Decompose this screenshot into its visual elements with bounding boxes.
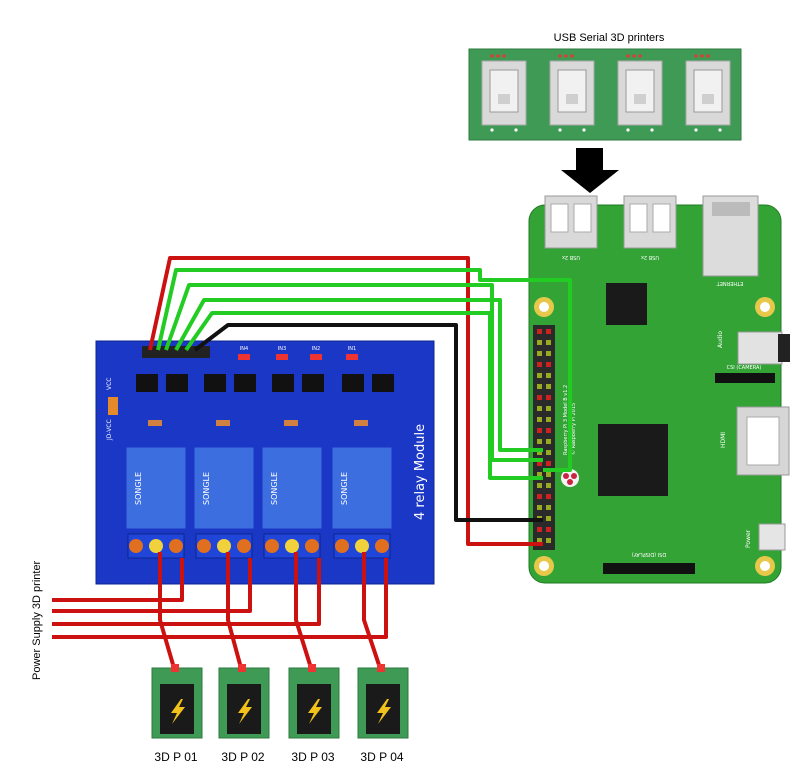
down-arrow-icon — [561, 148, 619, 193]
pi-dsi-connector: DSI (DISPLAY) — [603, 551, 695, 574]
printer-jack-1: 3D P 01 — [151, 664, 203, 764]
usb-b-port-1 — [481, 54, 527, 132]
pi-power-port: Power — [745, 523, 786, 551]
usb-b-port-2 — [549, 54, 595, 132]
svg-text:DSI (DISPLAY): DSI (DISPLAY) — [632, 551, 667, 557]
relay-module: VCC JD-VCC 4 relay Module SONGLE SONGLE SO… — [95, 340, 435, 585]
printer-jack-label-2: 3D P 02 — [221, 750, 264, 764]
svg-text:SONGLE: SONGLE — [270, 472, 279, 505]
svg-text:HDMI: HDMI — [720, 432, 727, 448]
raspberry-logo-icon — [561, 469, 579, 487]
svg-text:USB 2x: USB 2x — [641, 254, 659, 260]
svg-text:USB 2x: USB 2x — [562, 254, 580, 260]
relay-unit-1: SONGLE — [125, 374, 188, 559]
svg-text:ETHERNET: ETHERNET — [716, 280, 744, 286]
printer-jack-2: 3D P 02 — [218, 664, 270, 764]
svg-text:Audio: Audio — [717, 331, 724, 348]
svg-text:CSI (CAMERA): CSI (CAMERA) — [727, 365, 762, 371]
printer-jack-3: 3D P 03 — [288, 664, 340, 764]
lightning-icon — [238, 699, 252, 724]
printer-jack-4: 3D P 04 — [357, 664, 409, 764]
lightning-icon — [171, 699, 185, 724]
relay-led-label-4: IN1 — [348, 346, 356, 352]
lightning-icon — [377, 699, 391, 724]
svg-text:Power: Power — [745, 529, 752, 548]
relay-led-label-3: IN2 — [312, 346, 320, 352]
relay-unit-2: SONGLE — [193, 374, 256, 559]
relay-unit-3: SONGLE — [261, 374, 324, 559]
lightning-icon — [308, 699, 322, 724]
pi-csi-connector: CSI (CAMERA) — [715, 365, 775, 383]
svg-text:SONGLE: SONGLE — [340, 472, 349, 505]
power-supply-label: Power Supply 3D printer — [31, 560, 43, 680]
relay-led-label-1: IN4 — [240, 346, 248, 352]
printer-jack-label-3: 3D P 03 — [291, 750, 334, 764]
svg-text:JD-VCC: JD-VCC — [106, 419, 113, 441]
pi-hdmi-port: HDMI — [720, 406, 790, 476]
svg-text:Raspberry Pi 3 Model B v1.2: Raspberry Pi 3 Model B v1.2 — [563, 385, 569, 455]
pi-usb-port-2: USB 2x — [623, 195, 677, 260]
pi-usb-port-1: USB 2x — [544, 195, 598, 260]
relay-unit-4: SONGLE — [331, 374, 394, 559]
usb-printers-label: USB Serial 3D printers — [554, 32, 665, 44]
relay-led-label-2: IN3 — [278, 346, 286, 352]
wires — [52, 256, 572, 669]
printer-jack-label-1: 3D P 01 — [154, 750, 197, 764]
usb-printer-strip — [468, 48, 742, 141]
relay-module-title: 4 relay Module — [413, 424, 428, 520]
usb-b-port-4 — [685, 54, 731, 132]
svg-text:© Raspberry Pi 2015: © Raspberry Pi 2015 — [570, 403, 577, 455]
svg-text:VCC: VCC — [106, 378, 113, 390]
pi-audio-jack: Audio — [717, 331, 790, 365]
raspberry-pi-board: USB 2x USB 2x ETHERNET Audio — [528, 195, 790, 584]
usb-b-port-3 — [617, 54, 663, 132]
printer-jack-label-4: 3D P 04 — [360, 750, 403, 764]
svg-text:SONGLE: SONGLE — [202, 472, 211, 505]
pi-ethernet-port: ETHERNET — [702, 195, 759, 286]
svg-text:SONGLE: SONGLE — [134, 472, 143, 505]
